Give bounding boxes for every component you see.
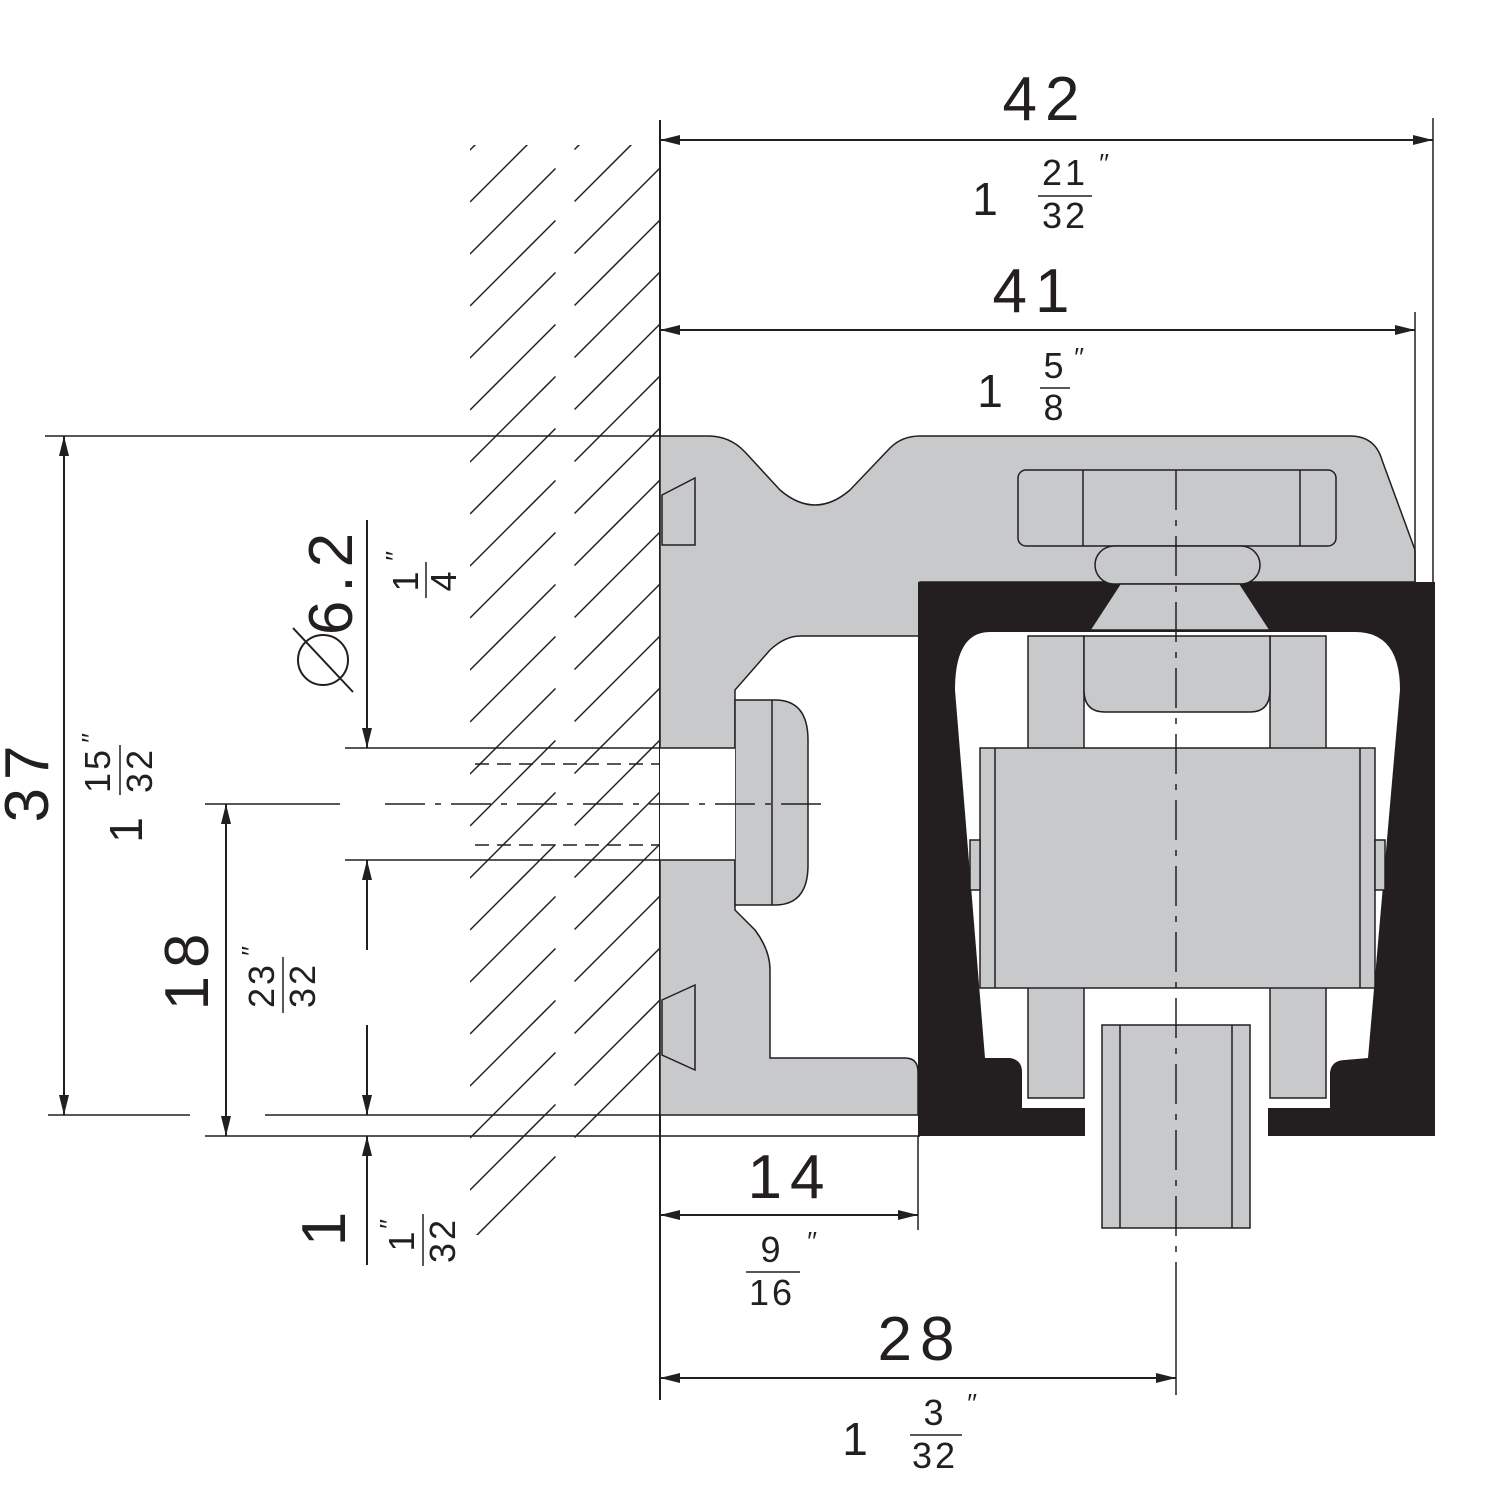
running-rail: [918, 582, 1435, 1136]
hatch-line: [470, 635, 557, 723]
hatch-line: [573, 739, 660, 827]
dim-14-mm: 14: [748, 1143, 833, 1212]
dim-42-mm: 42: [1003, 65, 1088, 134]
hatch-line: [470, 427, 557, 515]
hatch-line: [470, 479, 557, 567]
dim-37-mm: 37: [0, 738, 62, 823]
profile-groove-bottom: [661, 983, 696, 1072]
dim-37-inch-whole: 1: [100, 817, 152, 843]
dim-18-inch-mark: ′′: [236, 946, 266, 957]
hatch-line: [470, 375, 557, 463]
dim-42-inch-mark: ′′: [1098, 148, 1109, 178]
dim-42-inch-num: 21: [1042, 152, 1088, 193]
hatch-line: [470, 1051, 557, 1139]
dim-1-inch-den: 32: [422, 1217, 463, 1263]
hatch-line: [573, 427, 660, 515]
roller-hub-top: [1083, 635, 1271, 713]
dim-41-inch-whole: 1: [977, 365, 1003, 417]
dim-37-inch-num: 15: [77, 747, 118, 793]
hatch-line: [573, 167, 660, 255]
dim-14-inch-mark: ′′: [806, 1226, 817, 1256]
dim-28-inch-den: 32: [912, 1435, 958, 1476]
hatch-line: [573, 271, 660, 359]
dim-6-2-inch-den: 4: [423, 568, 464, 591]
hatch-line: [573, 791, 660, 879]
hatch-line: [573, 1051, 660, 1139]
dim-6-2-inch-mark: ′′: [380, 551, 410, 562]
dim-41-inch-den: 8: [1043, 387, 1066, 428]
hatch-line: [475, 1155, 557, 1235]
dim-18-inch-num: 23: [241, 962, 282, 1008]
carriage-neck: [1094, 545, 1261, 585]
hatch-line: [573, 375, 660, 463]
hatch-line: [573, 583, 660, 671]
hatch-line: [470, 271, 557, 359]
roller-carriage: [969, 469, 1386, 1270]
hatch-line: [470, 219, 557, 307]
hatch-line: [470, 739, 557, 827]
dim-14-inch-den: 16: [749, 1272, 795, 1313]
hatch-line: [573, 531, 660, 619]
hatch-line: [470, 145, 529, 203]
dim-28-inch-mark: ′′: [966, 1388, 977, 1418]
dim-1-inch-num: 1: [381, 1228, 422, 1251]
hatch-line: [573, 145, 633, 203]
hatch-line: [470, 531, 557, 619]
hatch-line: [470, 167, 557, 255]
dim-37-inch-mark: ′′: [76, 733, 106, 744]
hatch-line: [573, 947, 660, 1035]
hatch-line: [470, 791, 557, 879]
hatch-line: [470, 947, 557, 1035]
diameter-symbol: [297, 634, 349, 686]
profile-groove-top: [661, 476, 696, 546]
hatch-line: [470, 843, 557, 931]
hatch-line: [470, 895, 557, 983]
hatch-line: [573, 479, 660, 567]
hanger-bolt: [1101, 1024, 1251, 1229]
hatch-line: [573, 323, 660, 411]
dim-18-inch-den: 32: [282, 962, 323, 1008]
hatch-line: [573, 895, 660, 983]
hatch-line: [573, 219, 660, 307]
dim-42-inch-den: 32: [1042, 195, 1088, 236]
hatch-line: [575, 12, 661, 98]
roller-wheel: [979, 747, 1376, 989]
hatch-line: [573, 687, 660, 775]
hatch-line: [470, 999, 557, 1087]
dim-6-2-mm: 6.2: [297, 525, 366, 635]
hatch-line: [573, 843, 660, 931]
dim-41-mm: 41: [993, 257, 1078, 326]
carriage-top-plate: [1017, 469, 1337, 547]
wall-hatch: [470, 0, 661, 1235]
dim-41-inch-num: 5: [1043, 345, 1066, 386]
mounting-profile: [659, 435, 1416, 1116]
hatch-line: [573, 999, 660, 1087]
hatch-line: [470, 687, 557, 775]
dim-28-inch-num: 3: [923, 1392, 946, 1433]
hatch-line: [470, 145, 477, 151]
dim-28-inch-whole: 1: [842, 1413, 868, 1465]
dim-37-inch-den: 32: [119, 747, 160, 793]
dim-28-mm: 28: [878, 1305, 963, 1374]
hatch-line: [470, 1103, 557, 1191]
dim-1-mm: 1: [290, 1204, 359, 1246]
dim-42-inch-whole: 1: [972, 173, 998, 225]
hatch-line: [470, 323, 557, 411]
dim-14-inch-num: 9: [760, 1229, 783, 1270]
carriage-wedge: [1088, 583, 1272, 631]
dim-41-inch-mark: ′′: [1073, 342, 1084, 372]
hatch-line: [575, 0, 661, 46]
hatch-line: [573, 145, 581, 151]
hatch-line: [470, 583, 557, 671]
dim-6-2-inch-num: 1: [385, 568, 426, 591]
dim-18-mm: 18: [153, 926, 222, 1011]
hatch-line: [573, 635, 660, 723]
dim-1-inch-mark: ′′: [374, 1219, 404, 1230]
